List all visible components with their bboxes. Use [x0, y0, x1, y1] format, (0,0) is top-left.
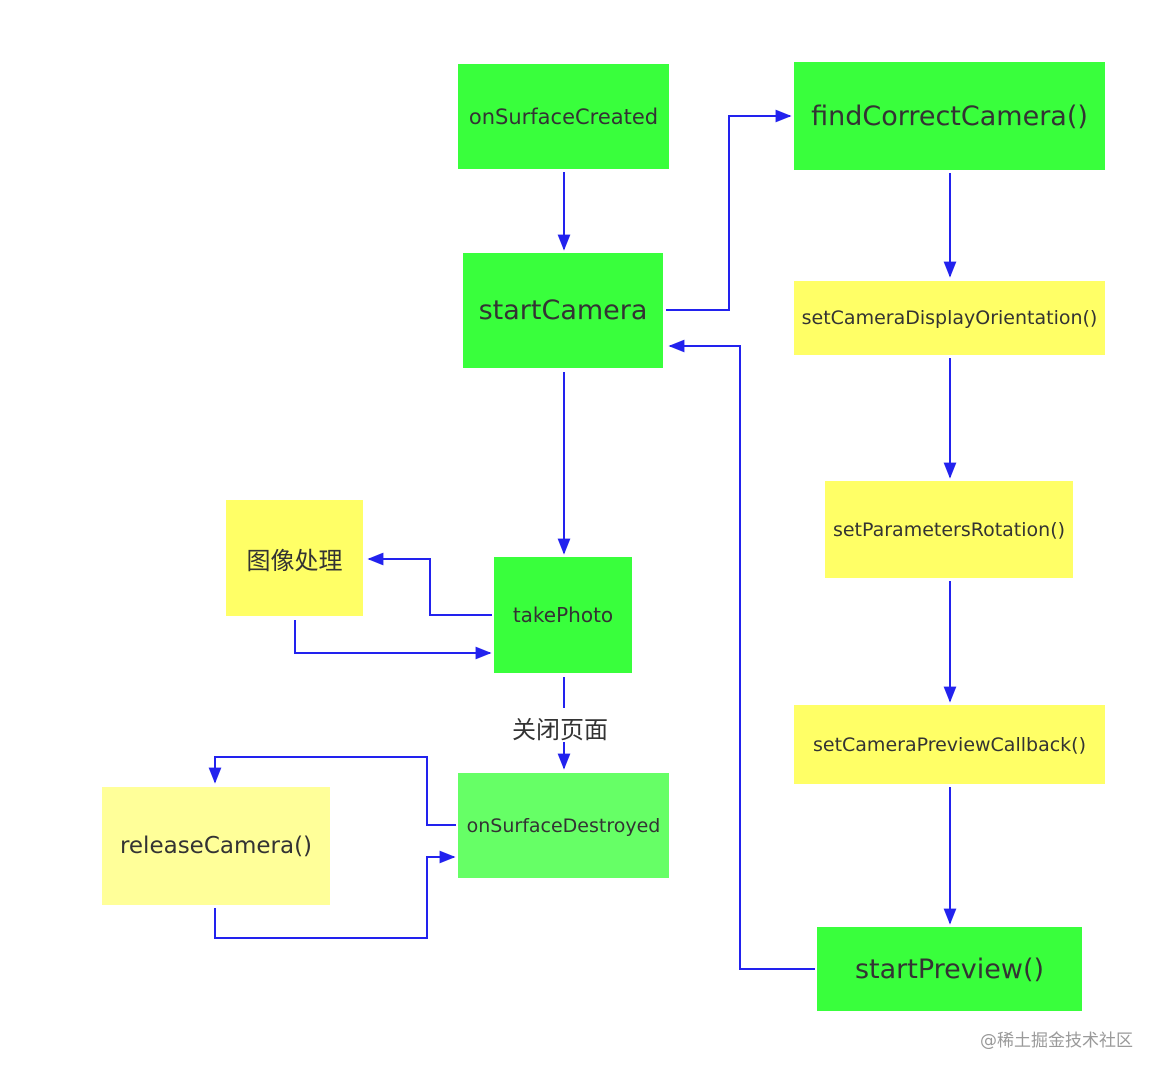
node-image-processing: 图像处理: [226, 500, 363, 616]
node-on-surface-destroyed: onSurfaceDestroyed: [458, 773, 669, 878]
node-on-surface-created: onSurfaceCreated: [458, 64, 669, 169]
watermark: @稀土掘金技术社区: [980, 1031, 1133, 1051]
node-set-parameters-rotation: setParametersRotation(): [825, 481, 1073, 578]
edge-ondestroyed-to-releasecamera: [208, 756, 456, 826]
node-set-camera-preview-callback: setCameraPreviewCallback(): [794, 705, 1105, 784]
edge-startcamera-to-findcamera: [666, 109, 792, 311]
edge-imageprocessing-to-takephoto: [294, 620, 492, 660]
node-take-photo: takePhoto: [494, 557, 632, 673]
node-find-correct-camera: findCorrectCamera(): [794, 62, 1105, 170]
edge-startpreview-to-startcamera: [668, 339, 815, 970]
edge-releasecamera-to-ondestroyed: [214, 850, 456, 939]
node-release-camera: releaseCamera(): [102, 787, 330, 905]
edge-takephoto-to-imageprocessing: [367, 552, 492, 616]
node-set-camera-display-orientation: setCameraDisplayOrientation(): [794, 281, 1105, 355]
node-start-preview: startPreview(): [817, 927, 1082, 1011]
edge-label-close-page: 关闭页面: [512, 716, 608, 744]
node-start-camera: startCamera: [463, 253, 663, 368]
